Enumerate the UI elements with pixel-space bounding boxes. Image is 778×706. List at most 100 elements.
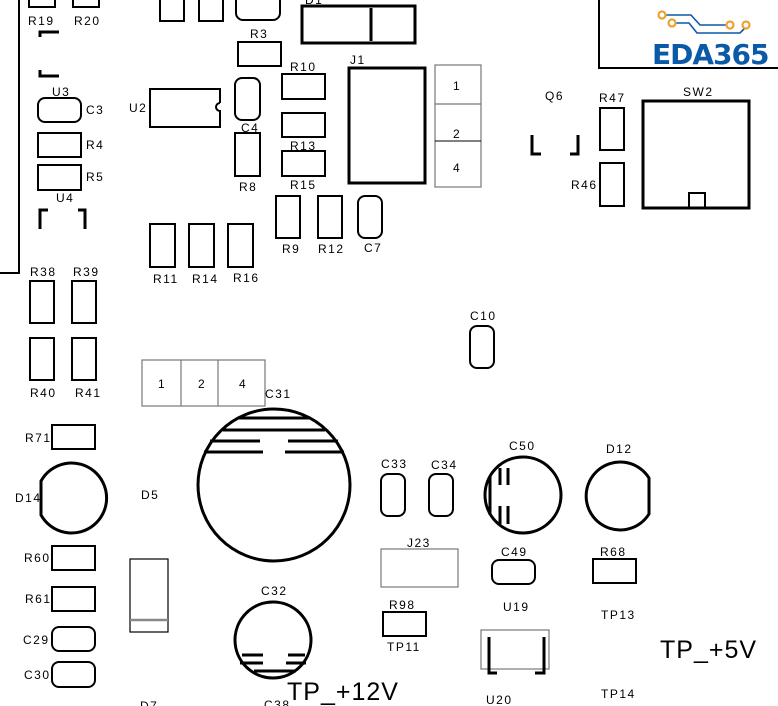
label-tp13: TP13 (601, 608, 636, 622)
label-c7: C7 (364, 241, 382, 255)
pin-label: 2 (453, 127, 461, 141)
diode-d5[interactable] (129, 558, 169, 633)
label-u3: U3 (52, 85, 70, 99)
capacitor-c30[interactable] (51, 661, 96, 688)
label-c29: C29 (23, 633, 50, 647)
label-sw2: SW2 (683, 85, 714, 99)
resistor-r12[interactable] (317, 195, 343, 239)
resistor-r20[interactable] (72, 0, 100, 8)
label-u19: U19 (503, 600, 530, 614)
resistor-r4[interactable] (37, 132, 82, 158)
u20-bracket-left (487, 637, 497, 675)
label-c34: C34 (431, 458, 458, 472)
label-c31: C31 (265, 387, 292, 401)
connector-j1[interactable] (347, 66, 427, 185)
u20-bracket-right (535, 637, 546, 675)
u4-corner-right (78, 208, 87, 229)
capacitor-c34[interactable] (428, 473, 454, 517)
capacitor-c50[interactable] (483, 455, 563, 535)
label-r3: R3 (250, 27, 268, 41)
capacitor-c31[interactable] (196, 407, 352, 563)
label-r13: R13 (290, 139, 317, 153)
capacitor-c7[interactable] (357, 195, 383, 239)
switch-sw2[interactable] (641, 99, 751, 210)
resistor-r13[interactable] (281, 112, 326, 138)
resistor-r60[interactable] (51, 545, 96, 571)
label-r71: R71 (25, 431, 52, 445)
capacitor-c32[interactable] (233, 600, 313, 680)
label-u20: U20 (486, 693, 513, 706)
label-r46: R46 (571, 178, 598, 192)
resistor-top-1[interactable] (159, 0, 185, 22)
connector-horizontal[interactable] (141, 359, 266, 407)
resistor-r16[interactable] (227, 223, 254, 268)
logo-text: EDA365 (652, 38, 769, 71)
label-j1: J1 (350, 53, 366, 67)
resistor-r68[interactable] (592, 558, 637, 584)
resistor-r14[interactable] (188, 223, 215, 268)
logo-trace-icon (657, 10, 751, 34)
resistor-r10[interactable] (281, 73, 326, 100)
label-r16: R16 (233, 271, 260, 285)
label-c49: C49 (501, 545, 528, 559)
resistor-r15[interactable] (281, 150, 326, 177)
diode-d1[interactable] (300, 4, 417, 45)
resistor-r46[interactable] (599, 162, 625, 207)
resistor-r19[interactable] (28, 0, 56, 8)
capacitor-c29[interactable] (51, 626, 96, 652)
label-r47: R47 (599, 91, 626, 105)
resistor-r98[interactable] (382, 611, 427, 637)
resistor-r11[interactable] (149, 223, 176, 268)
resistor-r9[interactable] (275, 195, 301, 239)
ic-u2[interactable] (149, 88, 221, 128)
u4-corner-left (38, 208, 48, 229)
board-outline (0, 0, 20, 274)
ic-u20[interactable] (480, 629, 550, 670)
resistor-r40[interactable] (29, 337, 55, 381)
resistor-r5[interactable] (37, 164, 82, 191)
resistor-r71[interactable] (51, 424, 96, 450)
led-d14[interactable] (39, 461, 109, 535)
capacitor-c4[interactable] (234, 77, 261, 121)
label-c30: C30 (24, 668, 51, 682)
label-u4: U4 (56, 191, 74, 205)
label-tp11: TP11 (387, 640, 421, 654)
label-d1: D1 (305, 0, 323, 7)
pin-label: 1 (158, 377, 166, 391)
label-r5: R5 (86, 170, 104, 184)
capacitor-top[interactable] (235, 0, 281, 21)
label-c3: C3 (86, 103, 104, 117)
label-r38: R38 (30, 265, 57, 279)
led-d12[interactable] (584, 460, 651, 532)
resistor-r41[interactable] (71, 337, 97, 381)
label-r12: R12 (318, 242, 345, 256)
connector-j23[interactable] (380, 548, 459, 588)
label-u2: U2 (129, 101, 147, 115)
label-r68: R68 (600, 545, 627, 559)
resistor-r38[interactable] (29, 280, 55, 324)
label-j23: J23 (407, 536, 431, 550)
resistor-top-2[interactable] (198, 0, 224, 22)
label-r98: R98 (389, 598, 416, 612)
label-c38: C38 (264, 698, 291, 706)
label-r41: R41 (75, 386, 102, 400)
resistor-r3[interactable] (237, 41, 282, 67)
capacitor-c33[interactable] (380, 473, 406, 517)
connector-vertical[interactable] (434, 64, 482, 188)
capacitor-c10[interactable] (469, 325, 495, 369)
capacitor-c3[interactable] (37, 97, 82, 123)
resistor-r8[interactable] (234, 132, 261, 177)
label-r39: R39 (73, 265, 100, 279)
capacitor-c49[interactable] (491, 559, 536, 585)
resistor-r61[interactable] (51, 586, 96, 612)
label-r14: R14 (192, 272, 219, 286)
testpoint-12v-label: TP_+12V (287, 678, 399, 706)
label-r10: R10 (290, 60, 317, 74)
resistor-r39[interactable] (71, 280, 97, 324)
label-r4: R4 (86, 138, 104, 152)
resistor-r47[interactable] (599, 107, 625, 151)
label-c33: C33 (381, 457, 408, 471)
label-r15: R15 (290, 178, 317, 192)
q6-corner-left (530, 135, 541, 156)
